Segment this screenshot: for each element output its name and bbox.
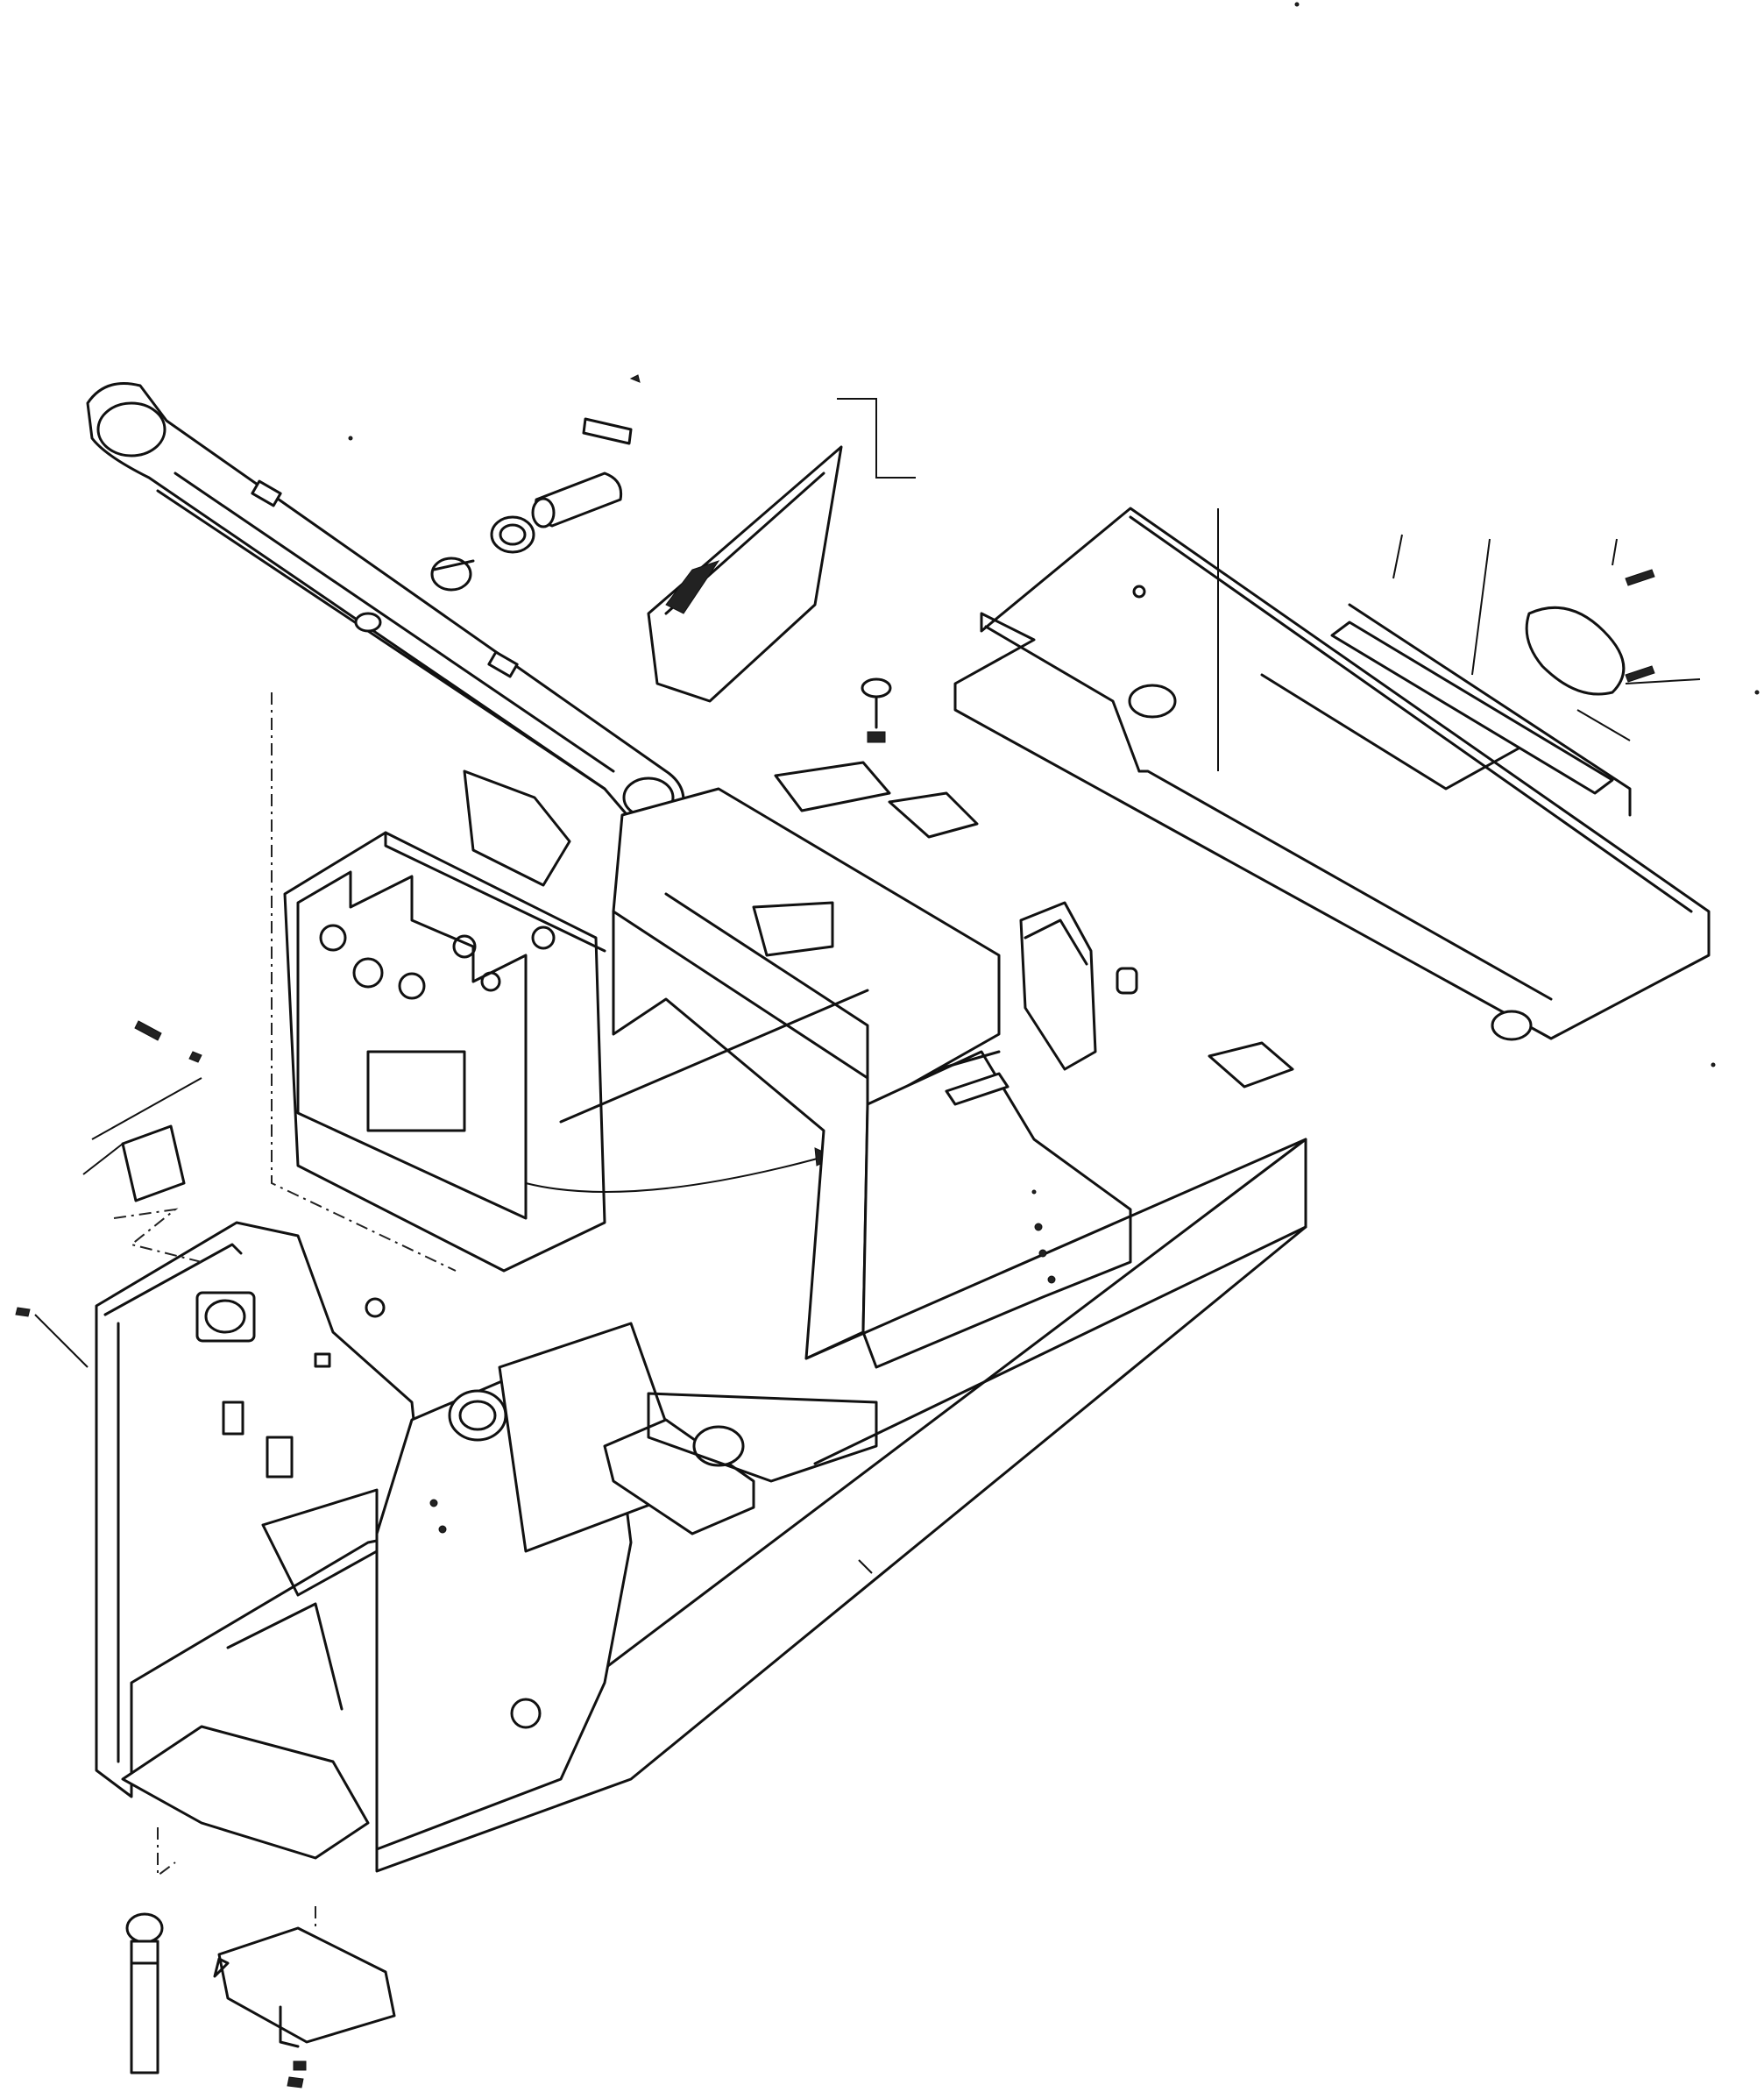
pivot-pin: [531, 472, 623, 528]
side-shield: [647, 398, 916, 703]
mounting-bracket: [888, 791, 1294, 1089]
main-chassis-frame: [95, 787, 1307, 1873]
bottom-cover-plate: [213, 1906, 396, 2088]
bushing: [430, 515, 535, 592]
hitch-pin: [125, 1827, 176, 2074]
rear-platform-frame: [953, 507, 1711, 1041]
side-bolts: [15, 1020, 202, 1368]
clamp-ring: [1525, 538, 1701, 741]
retaining-plate: [582, 374, 641, 445]
access-cover: [774, 677, 892, 812]
control-panel-plate: [271, 692, 836, 1273]
stray-marks: [348, 2, 1760, 1195]
loader-arm: [86, 382, 685, 827]
